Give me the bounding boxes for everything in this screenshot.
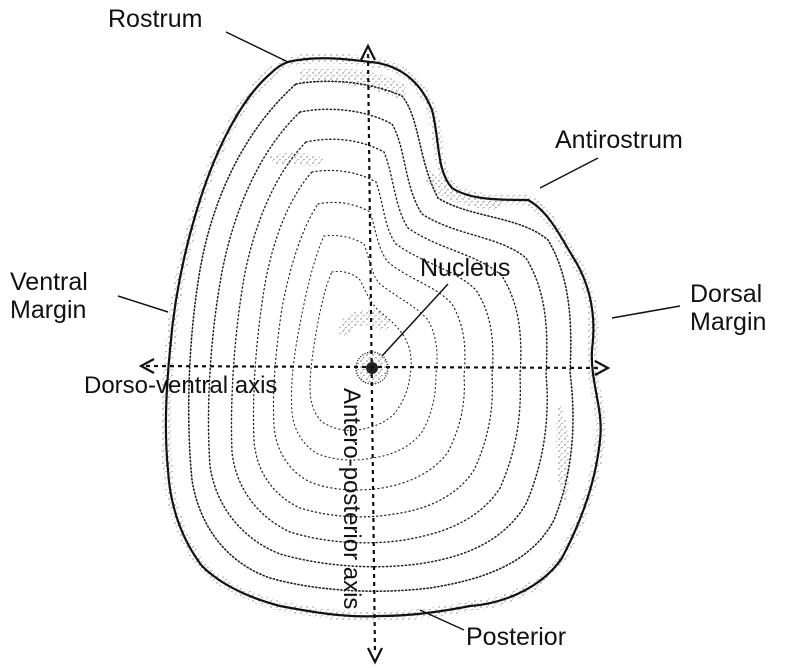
dorsal-margin-label-line2: Margin [690,308,766,336]
otolith-outline [166,58,601,616]
antirostrum-label: Antirostrum [555,126,683,154]
nucleus-label: Nucleus [420,254,510,282]
ventral-margin-leader [118,296,168,312]
antirostrum-leader [540,158,598,188]
dorso-ventral-axis-label: Dorso-ventral axis [84,372,277,399]
dorsal-margin-label-line1: Dorsal [690,280,762,308]
otolith-body [166,58,601,616]
ventral-margin-label-line1: Ventral [10,268,88,296]
posterior-label: Posterior [466,623,566,651]
ventral-margin-label-line2: Margin [10,296,86,324]
dorsal-margin-leader [612,306,680,318]
axis-arrow-bottom [368,648,382,662]
rostrum-leader [226,32,288,62]
antero-posterior-axis-label: Antero-posterior axis [338,388,365,609]
rostrum-label: Rostrum [108,5,202,33]
